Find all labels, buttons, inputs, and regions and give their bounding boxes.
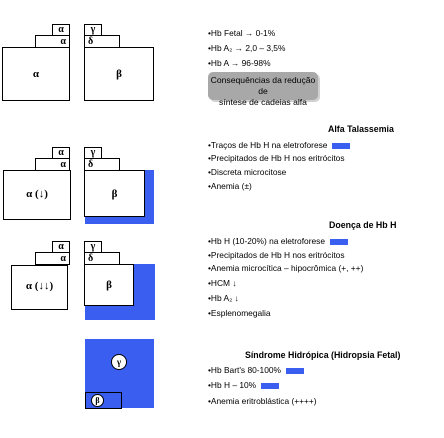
alpha-chain-small-2: α	[35, 252, 70, 265]
blue-swatch	[261, 382, 280, 389]
blue-swatch	[329, 238, 348, 245]
hidropica-title: Síndrome Hidrópica (Hidropsia Fetal)	[245, 350, 401, 360]
alpha-reduced-box: α (↓↓)	[11, 265, 68, 310]
alfa-line-4: •Anemia (±)	[208, 181, 252, 191]
alfa-line-2: •Precipitados de Hb H nos eritrócitos	[208, 153, 345, 163]
hidropica-line-2: •Hb H – 10%	[208, 379, 280, 391]
alpha-chain-box: α	[2, 47, 70, 101]
normal-line-2: •Hb A₂ → 2,0 – 3,5%	[208, 43, 286, 53]
hbh-line-2: •Precipitados de Hb H nos eritrócitos	[208, 250, 345, 260]
beta-chain-box: β	[84, 47, 154, 101]
alfa-line-3: •Discreta microcitose	[208, 167, 287, 177]
hidropica-line-3: •Anemia eritroblástica (++++)	[208, 396, 317, 406]
hbh-line-3: •Anemia microcítica – hipocrômica (+, ++…	[208, 263, 364, 273]
gamma-chain-small: γ	[84, 147, 102, 159]
hidropica-line-1: •Hb Bart's 80-100%	[208, 364, 304, 376]
beta-chain-box: β	[84, 264, 134, 306]
callout-line-2: síntese de cadeias alfa	[219, 97, 307, 107]
hbh-line-1: •Hb H (10-20%) na eletroforese	[208, 235, 348, 247]
alfa-talassemia-title: Alfa Talassemia	[328, 124, 394, 134]
blue-swatch	[332, 142, 351, 149]
callout-consequencias: Consequências da redução de síntese de c…	[208, 72, 318, 107]
hbh-line-5: •Hb A₂ ↓	[208, 293, 239, 303]
hbh-line-4: •HCM ↓	[208, 278, 237, 288]
beta-chain-box: β	[84, 170, 145, 217]
gamma-circle: γ	[111, 354, 127, 370]
hbh-line-6: •Esplenomegalia	[208, 308, 271, 318]
beta-circle: β	[91, 394, 104, 407]
blue-swatch	[285, 367, 304, 374]
alfa-line-1: •Traços de Hb H na eletroforese	[208, 139, 351, 151]
callout-line-1: Consequências da redução de	[210, 75, 316, 96]
normal-line-1: •Hb Fetal → 0-1%	[208, 28, 276, 38]
doenca-hbh-title: Doença de Hb H	[329, 220, 397, 230]
normal-line-3: •Hb A → 96-98%	[208, 58, 271, 68]
alpha-chain-small-2: α	[35, 35, 70, 48]
alpha-reduced-box: α (↓)	[3, 170, 71, 220]
